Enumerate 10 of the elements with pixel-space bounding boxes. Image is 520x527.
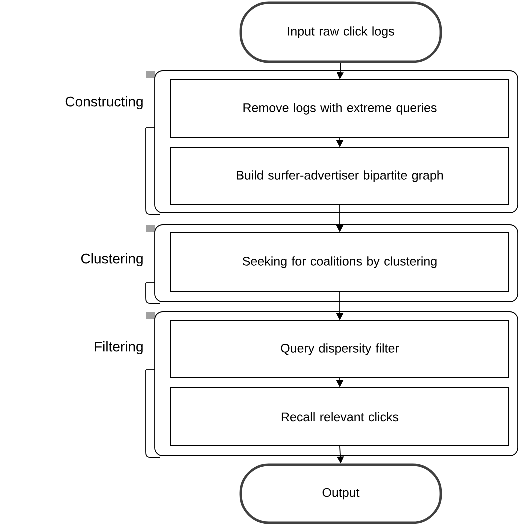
terminal-pill: Input raw click logs [240, 2, 442, 64]
group-label: Clustering [81, 253, 143, 267]
process-box: Seeking for coalitions by clustering [170, 232, 510, 292]
group-label: Filtering [95, 341, 143, 355]
process-box: Recall relevant clicks [170, 388, 510, 446]
group-label: Constructing [66, 96, 143, 110]
process-box: Remove logs with extreme queries [170, 80, 510, 138]
terminal-pill: Output [240, 464, 442, 524]
process-box: Build surfer-advertiser bipartite graph [170, 148, 510, 206]
process-box: Query dispersity filter [170, 320, 510, 378]
